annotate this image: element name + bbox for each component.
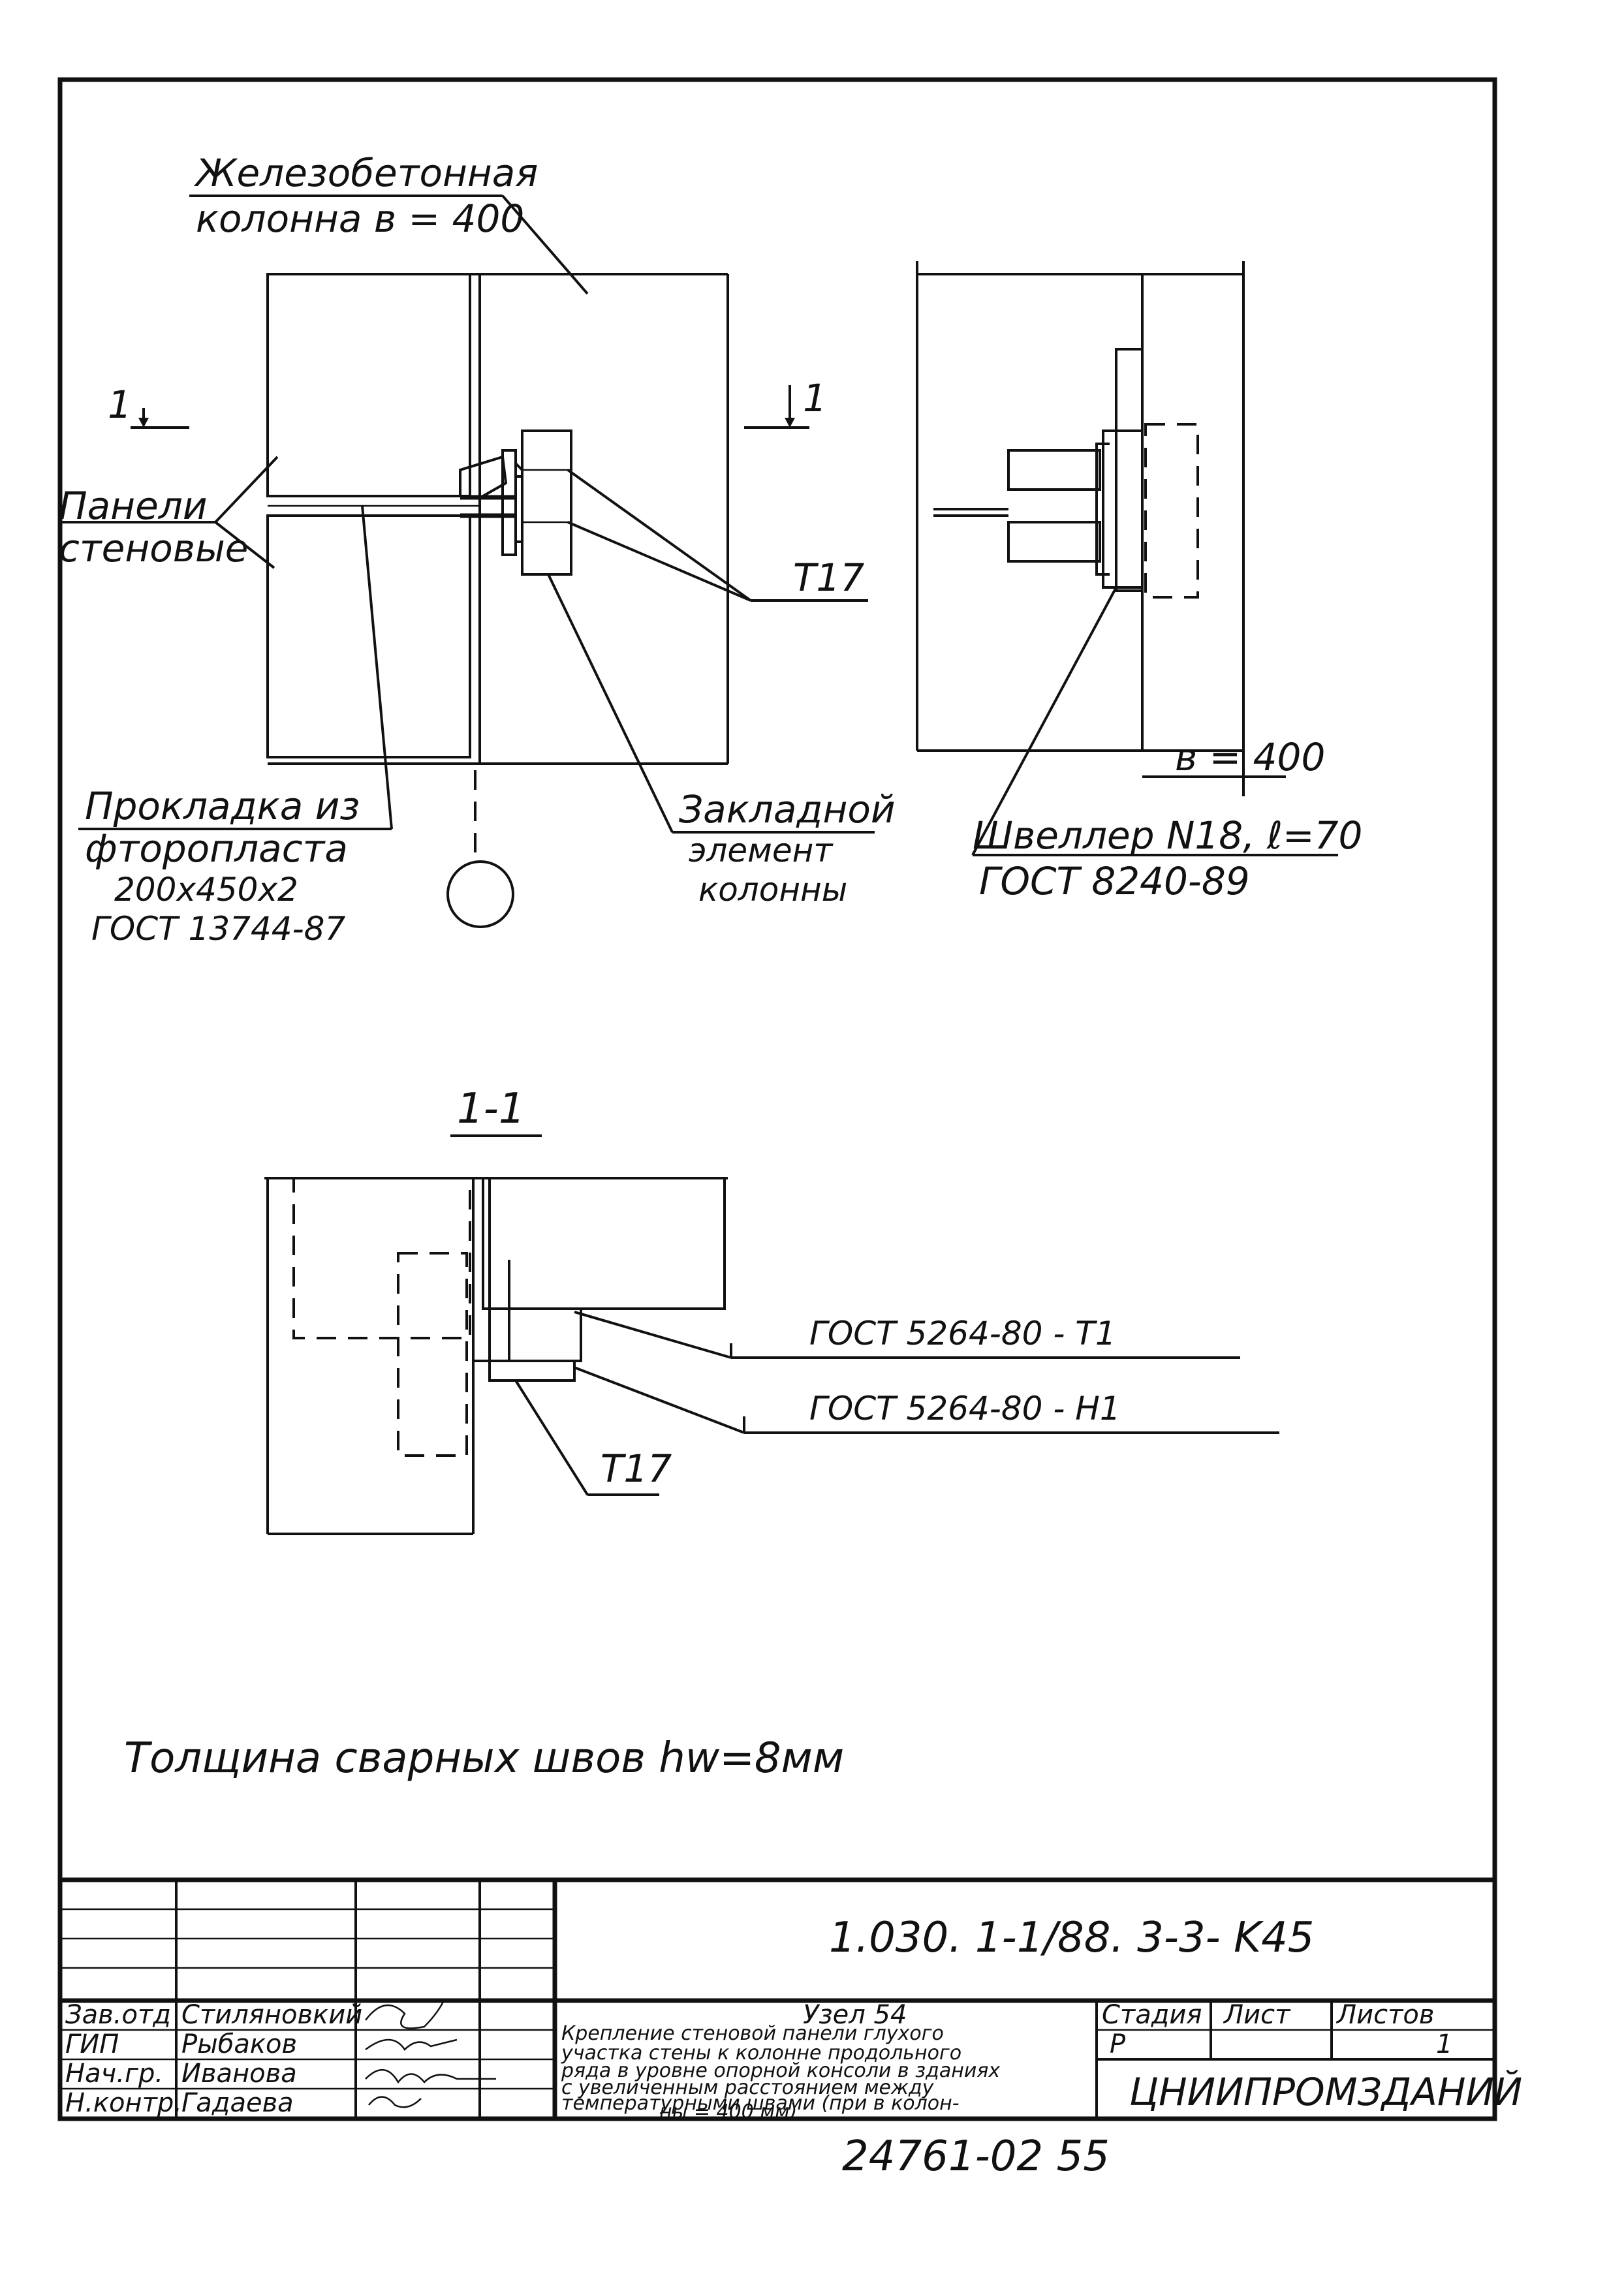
- embedded-label-line2: элемент: [689, 832, 834, 869]
- gasket-label-line4: ГОСТ 13744-87: [91, 910, 345, 948]
- name-4: Гадаева: [181, 2088, 294, 2118]
- sheet-frame: [57, 77, 1497, 2121]
- embedded-label-line1: Закладной: [679, 787, 896, 832]
- sheets-value: 1: [1436, 2029, 1452, 2059]
- role-3: Нач.гр.: [65, 2059, 163, 2089]
- name-2: Рыбаков: [181, 2029, 297, 2059]
- node-title: Узел 54: [803, 2000, 907, 2030]
- column-label-line2: колонна в = 400: [196, 196, 524, 241]
- section-mark-right: 1: [803, 376, 827, 420]
- side-width-label: в = 400: [1175, 735, 1325, 779]
- description-line4: с увеличенным расстоянием между: [561, 2076, 935, 2099]
- role-1: Зав.отд: [65, 2000, 171, 2030]
- name-3: Иванова: [181, 2059, 297, 2089]
- description-line3: ряда в уровне опорной консоли в зданиях: [561, 2059, 1000, 2082]
- role-2: ГИП: [65, 2029, 119, 2059]
- title-block: 1.030. 1-1/88. 3-3- K45 Зав.отд ГИП Нач.…: [60, 1877, 1522, 2181]
- sheet-header: Лист: [1223, 2000, 1291, 2030]
- inventory-number: 24761-02 55: [842, 2132, 1110, 2181]
- role-4: Н.контр.: [65, 2088, 182, 2118]
- side-view: в = 400 Швеллер N18, ℓ=70 ГОСТ 8240-89: [916, 261, 1362, 903]
- channel-label-line1: Швеллер N18, ℓ=70: [973, 813, 1362, 858]
- lower-wall-panel: [266, 514, 471, 758]
- weld-mark-section: T17: [601, 1446, 672, 1491]
- description-line5: температурными швами (при в колон-: [561, 2092, 960, 2115]
- description-line1: Крепление стеновой панели глухого: [561, 2022, 944, 2045]
- organization: ЦНИИПРОМЗДАНИЙ: [1129, 2069, 1522, 2114]
- weld-mark-elevation: T17: [793, 555, 864, 600]
- sheets-header: Листов: [1335, 2000, 1434, 2030]
- section-view: 1-1 ГОСТ 5264-80 - Т1 ГОСТ 5264-80 - Н1 …: [264, 1085, 1279, 1535]
- weld-thickness-note: Толщина сварных швов hw=8мм: [124, 1734, 844, 1783]
- stage-value: Р: [1110, 2029, 1126, 2059]
- gasket-label-line1: Прокладка из: [85, 784, 360, 828]
- weld-t1-label: ГОСТ 5264-80 - Т1: [809, 1315, 1116, 1352]
- section-mark-left: 1: [108, 382, 132, 427]
- channel-label-line2: ГОСТ 8240-89: [979, 859, 1250, 903]
- upper-wall-panel: [266, 273, 471, 497]
- gasket-label-line2: фторопласта: [85, 826, 348, 871]
- embedded-label-line3: колонны: [698, 871, 847, 909]
- name-1: Стиляновкий: [181, 2000, 362, 2030]
- elevation-view: 1 1 Железобетонная колонна в = 400 Панел…: [59, 151, 896, 948]
- gasket-label-line3: 200х450х2: [114, 871, 298, 909]
- section-title: 1-1: [457, 1085, 525, 1133]
- document-code: 1.030. 1-1/88. 3-3- K45: [829, 1914, 1315, 1962]
- description-line2: участка стены к колонне продольного: [561, 2042, 961, 2065]
- weld-h1-label: ГОСТ 5264-80 - Н1: [809, 1390, 1121, 1427]
- stage-header: Стадия: [1102, 2000, 1202, 2030]
- embedded-element: [521, 429, 572, 576]
- description-line6: ны = 400 мм): [659, 2100, 797, 2123]
- signatures: [365, 2000, 496, 2108]
- panels-label-line1: Панели: [59, 484, 208, 528]
- column-leader: [501, 195, 589, 295]
- column-section: [1141, 273, 1245, 752]
- section-wall-panel: [482, 1177, 726, 1310]
- axis-marker: [446, 860, 514, 928]
- column-label-line1: Железобетонная: [194, 151, 538, 195]
- panels-label-line2: стеновые: [59, 526, 248, 570]
